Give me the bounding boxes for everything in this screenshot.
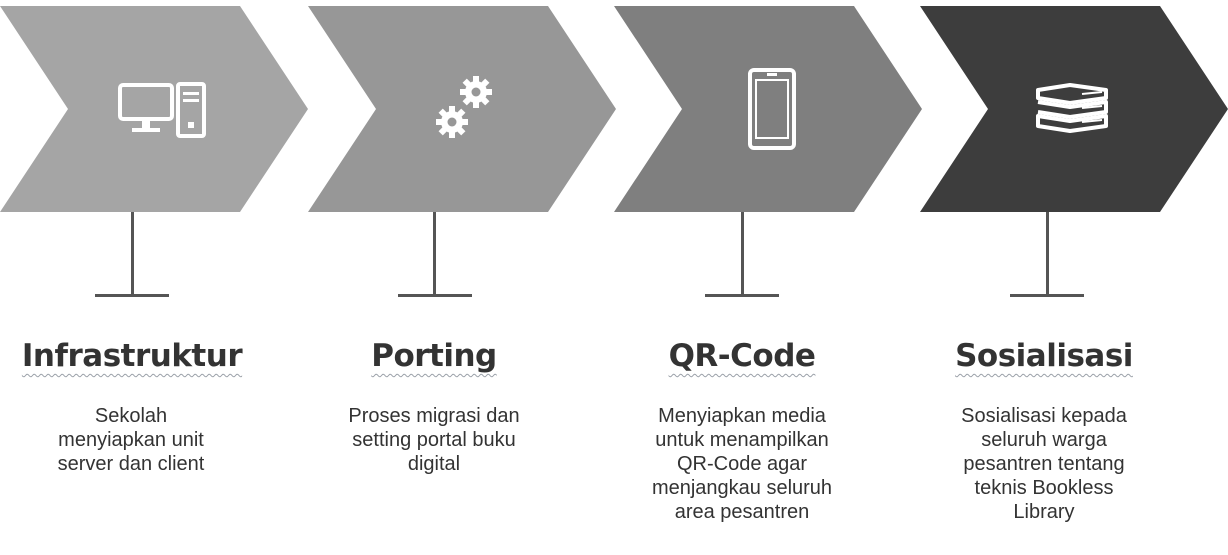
chevron-porting — [308, 6, 616, 212]
chevron-sosialisasi — [920, 6, 1228, 212]
gears-icon — [434, 74, 498, 151]
desktop-computer-icon — [118, 82, 208, 143]
connector-foot — [705, 294, 779, 297]
smartphone-icon — [748, 68, 796, 155]
connector-stem — [131, 212, 134, 296]
chevron-shape — [308, 6, 616, 212]
step-title: Infrastruktur — [21, 338, 243, 374]
connector-stem — [1046, 212, 1049, 296]
step-title: Sosialisasi — [955, 338, 1133, 374]
step-description: Sekolah menyiapkan unit server dan clien… — [57, 405, 205, 475]
connector-foot — [1010, 294, 1084, 297]
connector-foot — [95, 294, 169, 297]
chevron-shape — [0, 6, 308, 212]
step-description: Menyiapkan media untuk menampilkan QR-Co… — [651, 405, 833, 523]
books-icon — [1032, 82, 1112, 139]
connector-stem — [741, 212, 744, 296]
step-title: Porting — [371, 338, 497, 374]
step-description: Sosialisasi kepada seluruh warga pesantr… — [961, 405, 1127, 523]
chevron-infrastruktur — [0, 6, 308, 212]
step-description: Proses migrasi dan setting portal buku d… — [348, 405, 520, 475]
step-title: QR-Code — [668, 338, 816, 374]
chevron-shape — [614, 6, 922, 212]
chevron-qr-code — [614, 6, 922, 212]
connector-stem — [433, 212, 436, 296]
chevron-shape — [920, 6, 1228, 212]
connector-foot — [398, 294, 472, 297]
